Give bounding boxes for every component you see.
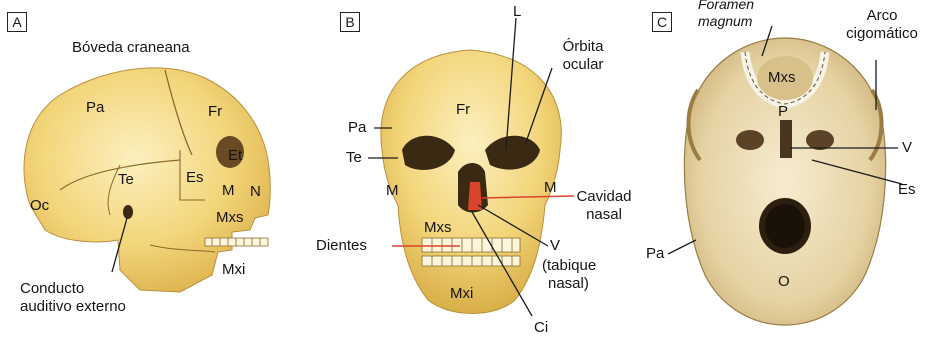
label-etmoides: Et [228, 148, 242, 164]
panel-a-letter: A [7, 12, 27, 32]
label-maxilar-inferior-b: Mxi [450, 286, 473, 302]
label-parietal-b: Pa [348, 120, 366, 136]
label-orbita-line2: ocular [548, 57, 618, 73]
panel-a: A Bóveda craneana Pa Fr Et Te Es M N Oc … [0, 0, 300, 341]
label-tabique-line2: nasal) [548, 276, 589, 292]
label-occipital: Oc [30, 198, 49, 214]
panel-c-letter: C [652, 12, 672, 32]
label-arco-line1: Arco [840, 8, 924, 24]
label-malar-left: M [386, 183, 399, 199]
label-temporal: Te [118, 172, 134, 188]
label-maxilar-superior: Mxs [216, 210, 244, 226]
label-esfenoides: Es [186, 170, 204, 186]
label-lagrimal: L [513, 4, 521, 20]
label-vomer-c: V [902, 140, 912, 156]
label-occipital-c: O [778, 274, 790, 290]
label-maxilar-superior-c: Mxs [768, 70, 796, 86]
label-malar: M [222, 183, 235, 199]
label-orbita-line1: Órbita [548, 39, 618, 55]
label-tabique-line1: (tabique [542, 258, 596, 274]
label-foramen-line2: magnum [698, 13, 752, 29]
label-cavidad-line1: Cavidad [568, 189, 640, 205]
label-conducto-line2: auditivo externo [20, 299, 126, 315]
panel-b-letter: B [340, 12, 360, 32]
label-malar-right: M [544, 180, 557, 196]
label-conducto-line1: Conducto [20, 281, 84, 297]
cranium-lateral [24, 68, 270, 292]
leader-parietal-c [668, 240, 696, 254]
panel-c: C Foramen magnum Arco cigomático Mxs P V… [640, 0, 929, 341]
panel-b: B L Órbita ocular Fr Pa Te M M Cavidad n… [310, 0, 640, 341]
label-esfenoides-c: Es [898, 182, 916, 198]
label-nasal: N [250, 184, 261, 200]
label-frontal: Fr [208, 104, 222, 120]
label-arco-line2: cigomático [840, 26, 924, 42]
label-boveda-craneana: Bóveda craneana [72, 40, 190, 56]
label-foramen-line1: Foramen [698, 0, 754, 12]
label-parietal: Pa [86, 100, 104, 116]
label-frontal-b: Fr [456, 102, 470, 118]
label-maxilar-superior-b: Mxs [424, 220, 452, 236]
label-temporal-b: Te [346, 150, 362, 166]
label-maxilar-inferior: Mxi [222, 262, 245, 278]
label-dientes: Dientes [316, 238, 367, 254]
label-palatino: P [778, 104, 788, 120]
label-cavidad-line2: nasal [568, 207, 640, 223]
label-parietal-c: Pa [646, 246, 664, 262]
label-concha-inferior: Ci [534, 320, 548, 336]
label-vomer: V [550, 238, 560, 254]
